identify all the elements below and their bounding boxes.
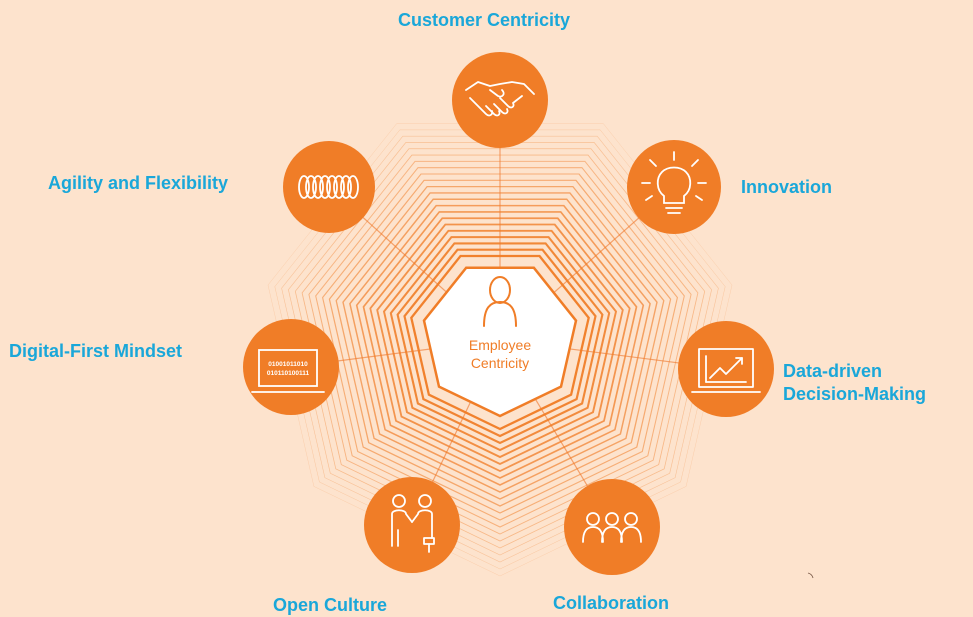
- heptagon-ring: [328, 179, 672, 514]
- label-data-driven-line1: Data-driven: [783, 361, 883, 381]
- node-data-driven: [678, 321, 774, 417]
- node-digital-first: [243, 319, 339, 415]
- label-data-driven-line2: Decision-Making: [783, 384, 927, 404]
- binary-text-line2: 010110100111: [267, 370, 310, 377]
- spring-coil: [319, 175, 331, 199]
- heptagon-ring: [410, 254, 590, 431]
- heptagon-ring: [382, 229, 618, 459]
- spring-coil: [326, 175, 338, 199]
- center-heptagon: [422, 266, 578, 418]
- heptagon-ring: [396, 242, 604, 445]
- binary-text-line1: 01001011010: [268, 361, 308, 368]
- group-icon: [582, 512, 642, 543]
- lightbulb-icon: [641, 151, 707, 214]
- spring-coil: [312, 175, 324, 199]
- spring-coil: [340, 175, 352, 199]
- node-open-culture: [364, 477, 460, 573]
- heptagon-ring: [362, 211, 638, 479]
- person-icon: [483, 276, 517, 327]
- heptagon-ring: [376, 223, 624, 466]
- heptagon-ring: [335, 185, 665, 507]
- label-collaboration: Collaboration: [553, 593, 669, 613]
- center-label-line2: Centricity: [470, 355, 530, 371]
- spring-coil: [347, 175, 359, 199]
- label-innovation: Innovation: [741, 177, 832, 197]
- heptagon-ring: [389, 236, 611, 452]
- small-mark: [807, 572, 814, 579]
- handshake-icon: [465, 81, 535, 117]
- laptop-binary-icon: 01001011010 010110100111: [251, 349, 325, 393]
- spring-icon: [298, 175, 359, 199]
- spring-coil: [305, 175, 317, 199]
- label-digital-first: Digital-First Mindset: [9, 341, 183, 361]
- center-label-line1: Employee: [468, 337, 532, 353]
- node-agility: [283, 141, 375, 233]
- node-customer-centricity: [452, 52, 548, 148]
- heptagon-ring: [342, 192, 658, 500]
- label-open-culture: Open Culture: [273, 595, 388, 615]
- heptagon-ring: [349, 198, 651, 493]
- people-handshake-icon: [391, 494, 435, 553]
- label-agility: Agility and Flexibility: [48, 173, 229, 193]
- spring-coil: [333, 175, 345, 199]
- heptagon-ring: [403, 248, 597, 438]
- node-innovation: [627, 140, 721, 234]
- label-customer-centricity: Customer Centricity: [398, 10, 571, 30]
- heptagon-ring: [355, 204, 645, 486]
- laptop-chart-icon: [691, 348, 761, 393]
- spring-coil: [298, 175, 310, 199]
- heptagon-ring: [369, 217, 631, 472]
